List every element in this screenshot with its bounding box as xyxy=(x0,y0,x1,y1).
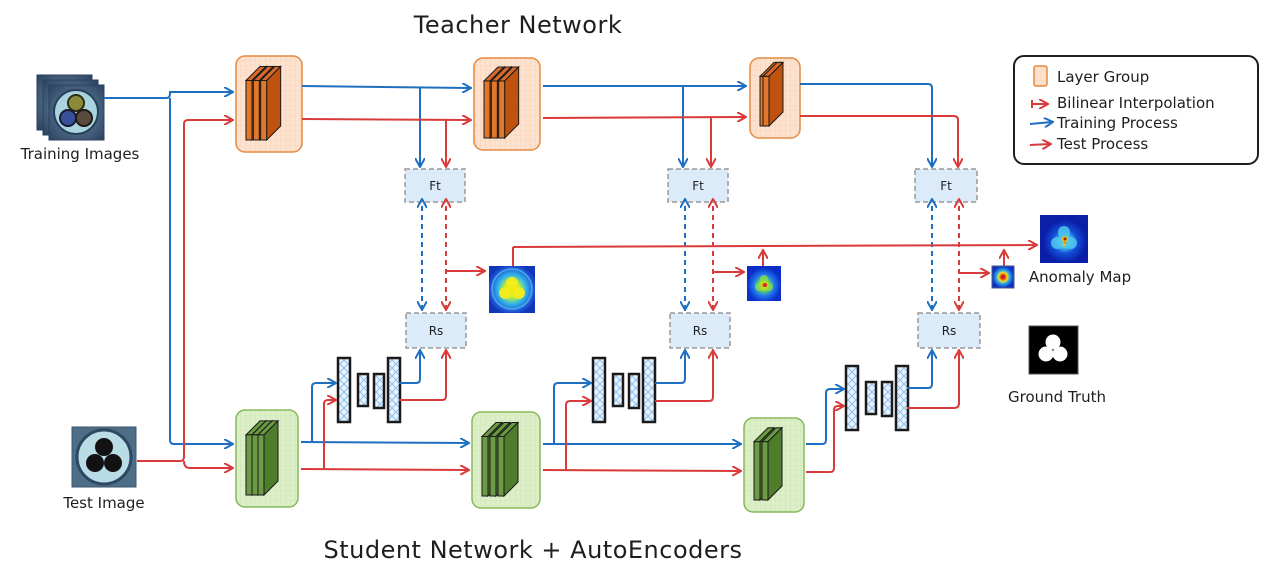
student-layer-1-3 xyxy=(256,419,280,497)
student-network-title: Student Network + AutoEncoders xyxy=(323,536,742,564)
ft-box-2: Ft xyxy=(667,168,729,203)
legend: Layer Group Bilinear Interpolation Train… xyxy=(1013,55,1259,165)
teacher-layer-2-3 xyxy=(497,65,520,140)
autoencoder-2-layer-1 xyxy=(591,356,607,424)
student-layer-group-1 xyxy=(235,409,299,508)
training-flow-arrows xyxy=(104,84,932,444)
ground-truth-label: Ground Truth xyxy=(1008,388,1106,406)
ft-box-3-label: Ft xyxy=(940,179,952,193)
student-layer-2-3 xyxy=(496,421,520,498)
rs-box-1: Rs xyxy=(405,312,467,349)
anomaly-map-label: Anomaly Map xyxy=(1029,268,1131,286)
autoencoder-3-layer-4 xyxy=(894,364,910,432)
legend-label-training-process: Training Process xyxy=(1056,114,1178,132)
anomaly-map-final xyxy=(1040,215,1088,263)
autoencoder-1-layer-2 xyxy=(356,372,370,408)
teacher-layer-group-2 xyxy=(473,57,541,151)
rs-box-2: Rs xyxy=(669,312,731,349)
legend-label-test-process: Test Process xyxy=(1056,135,1148,153)
training-images-label: Training Images xyxy=(20,145,140,163)
autoencoder-1 xyxy=(336,356,402,424)
autoencoder-2-layer-3 xyxy=(627,372,641,410)
layer-group-icon xyxy=(1033,65,1048,87)
anomaly-map-stage-1 xyxy=(489,266,535,313)
autoencoder-1-layer-1 xyxy=(336,356,352,424)
student-layer-3-2 xyxy=(760,426,784,502)
legend-label-bilinear-interpolation: Bilinear Interpolation xyxy=(1057,94,1215,112)
autoencoder-2-layer-4 xyxy=(641,356,657,424)
autoencoder-3-layer-1 xyxy=(844,364,860,432)
rs-box-2-label: Rs xyxy=(693,324,708,338)
test-flow-arrows xyxy=(137,116,1036,472)
ground-truth-mask xyxy=(1028,325,1079,375)
test-arrow-icon xyxy=(1029,144,1050,145)
ft-box-2-label: Ft xyxy=(692,179,704,193)
autoencoder-3-layer-2 xyxy=(864,380,878,416)
autoencoder-3 xyxy=(844,364,910,432)
rs-box-3: Rs xyxy=(917,312,981,349)
test-image xyxy=(71,426,137,488)
training-arrow-icon xyxy=(1029,122,1052,124)
autoencoder-1-layer-4 xyxy=(386,356,402,424)
teacher-layer-group-1 xyxy=(235,55,303,153)
training-images xyxy=(36,74,105,141)
anomaly-map-stage-3 xyxy=(991,265,1015,289)
legend-label-layer-group: Layer Group xyxy=(1057,68,1149,86)
autoencoder-1-layer-3 xyxy=(372,372,386,410)
student-layer-group-2 xyxy=(471,411,541,509)
teacher-network-title: Teacher Network xyxy=(413,11,622,39)
autoencoder-3-layer-3 xyxy=(880,380,894,418)
rs-box-3-label: Rs xyxy=(942,324,957,338)
ft-box-1-label: Ft xyxy=(429,179,441,193)
test-image-label: Test Image xyxy=(62,494,144,512)
ft-box-3: Ft xyxy=(914,168,978,203)
autoencoder-2-layer-2 xyxy=(611,372,625,408)
autoencoder-2 xyxy=(591,356,657,424)
bilinear-interpolation-arrow-icon xyxy=(1031,100,1047,108)
teacher-layer-group-3 xyxy=(749,57,801,139)
ft-box-1: Ft xyxy=(404,168,466,203)
teacher-layer-3-2 xyxy=(761,61,785,128)
rs-box-1-label: Rs xyxy=(429,324,444,338)
student-layer-group-3 xyxy=(743,417,805,513)
teacher-layer-1-3 xyxy=(259,65,282,142)
anomaly-map-stage-2 xyxy=(747,266,781,301)
